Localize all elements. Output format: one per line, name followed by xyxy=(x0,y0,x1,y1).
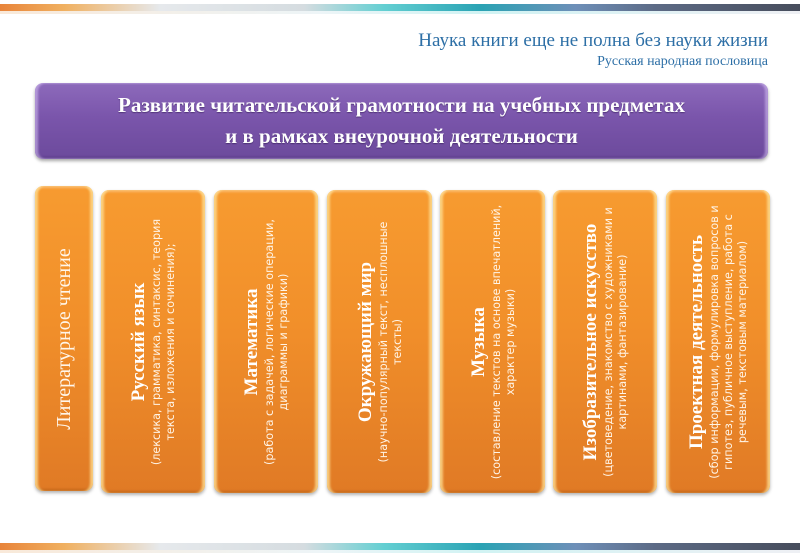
subject-title: Проектная деятельность xyxy=(686,234,707,449)
title-banner: Развитие читательской грамотности на уче… xyxy=(35,83,768,159)
subject-description: (составление текстов на основе впечатлен… xyxy=(489,204,517,479)
bottom-decorative-stripe xyxy=(0,543,800,553)
top-decorative-stripe xyxy=(0,4,800,14)
subject-card-music: Музыка (составление текстов на основе вп… xyxy=(440,190,545,493)
subject-title: Литературное чтение xyxy=(53,247,75,430)
subject-description: (цветоведение, знакомство с художниками … xyxy=(602,206,629,477)
subject-card-literary-reading: Литературное чтение xyxy=(35,186,93,491)
subject-title: Окружающий мир xyxy=(354,261,376,422)
epigraph-source: Русская народная пословица xyxy=(597,54,768,69)
banner-line-1: Развитие читательской грамотности на уче… xyxy=(118,93,685,117)
subject-description: (сбор информации, формулировка вопросов … xyxy=(708,204,749,479)
subject-title: Музыка xyxy=(467,306,489,377)
subject-title: Математика xyxy=(241,288,262,395)
epigraph-quote: Наука книги еще не полна без науки жизни xyxy=(418,30,768,51)
subject-card-russian: Русский язык (лексика, грамматика, синта… xyxy=(101,190,205,493)
subject-title: Изобразительное искусство xyxy=(580,223,601,460)
subject-title: Русский язык xyxy=(128,282,149,401)
subject-description: (научно-популярный текст, несплошные тек… xyxy=(376,221,404,462)
subject-card-project-activity: Проектная деятельность (сбор информации,… xyxy=(666,190,770,493)
banner-line-2: и в рамках внеурочной деятельности xyxy=(225,124,578,148)
subject-card-world-around: Окружающий мир (научно-популярный текст,… xyxy=(327,190,432,493)
subject-description: (работа с задачей, логические операции, … xyxy=(263,218,290,465)
subject-description: (лексика, грамматика, синтаксис, теория … xyxy=(150,218,177,465)
subject-card-math: Математика (работа с задачей, логические… xyxy=(214,190,318,493)
subject-card-fine-arts: Изобразительное искусство (цветоведение,… xyxy=(553,190,657,493)
